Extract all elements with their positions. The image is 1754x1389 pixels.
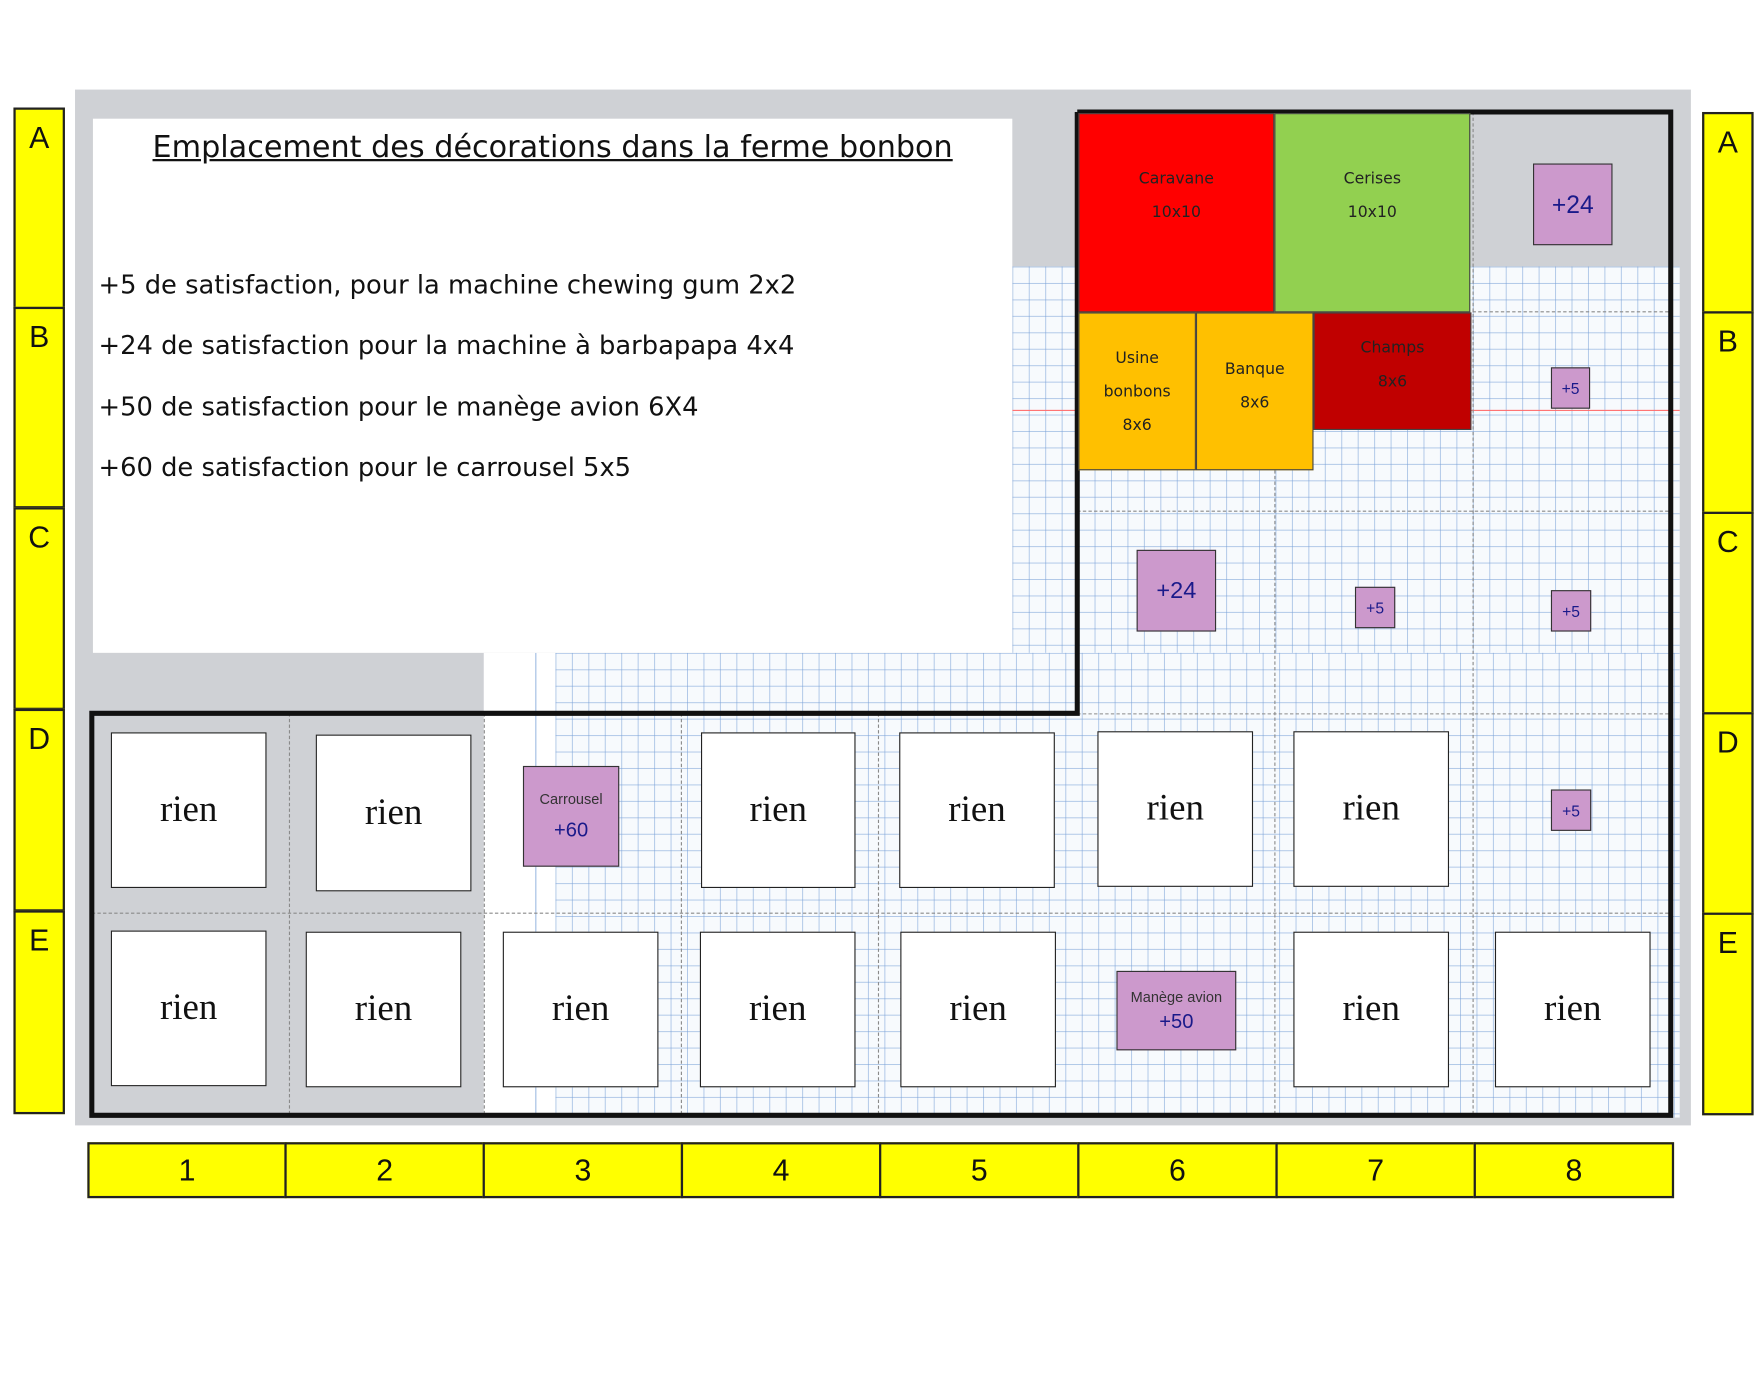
row-label: A — [13, 107, 65, 310]
building-cerises: Cerises 10x10 — [1274, 113, 1471, 313]
row-label: E — [13, 910, 65, 1115]
decoration-name: Manège avion — [1130, 988, 1223, 1006]
building-name: Cerises — [1343, 170, 1402, 189]
decoration-carrousel: Carrousel +60 — [522, 765, 620, 867]
building-size: 10x10 — [1347, 203, 1397, 222]
row-label: C — [13, 507, 65, 710]
column-label: 7 — [1275, 1142, 1476, 1199]
legend-panel: Emplacement des décorations dans la ferm… — [92, 118, 1013, 653]
margin-rule-line — [535, 652, 537, 1118]
column-label: 5 — [879, 1142, 1080, 1199]
row-label: E — [1702, 912, 1754, 1116]
decoration-c6: +24 — [1136, 549, 1217, 632]
column-labels: 1 2 3 4 5 6 7 8 — [87, 1142, 1675, 1199]
legend-line: +50 de satisfaction pour le manège avion… — [98, 393, 699, 423]
decoration-value: +5 — [1366, 598, 1385, 617]
empty-cell-d5: rien — [899, 732, 1055, 889]
empty-cell-d7: rien — [1293, 731, 1450, 887]
empty-cell-d6: rien — [1097, 731, 1254, 887]
building-banque: Banque 8x6 — [1195, 312, 1314, 471]
building-size: 8x6 — [1122, 416, 1152, 434]
row-label: A — [1702, 111, 1754, 314]
column-label: 1 — [87, 1142, 287, 1199]
row-label: D — [1702, 712, 1754, 915]
row-label: D — [13, 708, 65, 912]
farm-boundary — [89, 109, 1674, 1118]
empty-cell-e7: rien — [1293, 931, 1450, 1088]
decoration-c7: +5 — [1354, 586, 1396, 629]
decoration-value: +5 — [1562, 801, 1581, 820]
empty-cell-e3: rien — [502, 931, 659, 1088]
empty-cell-e8: rien — [1494, 931, 1651, 1088]
empty-cell-d4: rien — [700, 732, 856, 889]
column-label: 2 — [284, 1142, 485, 1199]
decoration-value: +24 — [1551, 189, 1594, 218]
building-size: 8x6 — [1377, 372, 1408, 391]
legend-line: +5 de satisfaction, pour la machine chew… — [98, 270, 797, 301]
building-usine-bonbons: Usine bonbons 8x6 — [1078, 312, 1196, 471]
row-labels-right: A B C D E — [1702, 111, 1754, 1116]
empty-cell-e1: rien — [110, 930, 267, 1087]
column-label: 3 — [482, 1142, 684, 1199]
building-name: Usine — [1115, 348, 1159, 367]
empty-cell-d2: rien — [315, 734, 472, 892]
decoration-d8: +5 — [1550, 789, 1592, 831]
decoration-value: +60 — [553, 818, 589, 841]
row-label: C — [1702, 511, 1754, 715]
cell-divider — [1472, 111, 1474, 1115]
building-champs: Champs 8x6 — [1313, 312, 1472, 431]
decoration-c8: +5 — [1550, 590, 1592, 632]
empty-cell-e2: rien — [305, 931, 462, 1088]
column-label: 8 — [1473, 1142, 1675, 1199]
column-label: 4 — [680, 1142, 882, 1199]
empty-cell-d1: rien — [110, 732, 267, 889]
column-label: 6 — [1077, 1142, 1278, 1199]
cell-divider — [1077, 713, 1669, 715]
decoration-b8: +5 — [1550, 367, 1591, 409]
cell-divider — [1472, 311, 1669, 313]
decoration-manege-avion: Manège avion +50 — [1116, 970, 1237, 1051]
legend-line: +60 de satisfaction pour le carrousel 5x… — [98, 453, 632, 483]
row-labels-left: A B C D E — [13, 107, 65, 1115]
building-name: Caravane — [1138, 170, 1214, 189]
cell-divider — [1274, 470, 1276, 1115]
cell-divider — [91, 912, 1669, 914]
decoration-value: +5 — [1561, 379, 1580, 397]
legend-title: Emplacement des décorations dans la ferm… — [152, 129, 953, 165]
legend-line: +24 de satisfaction pour la machine à ba… — [98, 331, 795, 361]
empty-cell-e5: rien — [900, 931, 1056, 1088]
building-caravane: Caravane 10x10 — [1078, 113, 1275, 313]
building-name: Champs — [1360, 338, 1425, 357]
building-name-line2: bonbons — [1103, 382, 1171, 401]
decoration-name: Carrousel — [539, 790, 603, 808]
decoration-a8: +24 — [1533, 163, 1613, 246]
row-label: B — [13, 306, 65, 509]
cell-divider — [1077, 510, 1669, 512]
building-name: Banque — [1224, 360, 1285, 378]
decoration-value: +5 — [1562, 601, 1581, 620]
building-size: 8x6 — [1240, 393, 1270, 412]
row-label: B — [1702, 311, 1754, 514]
building-size: 10x10 — [1151, 203, 1201, 222]
decoration-value: +50 — [1159, 1009, 1194, 1032]
empty-cell-e4: rien — [699, 931, 856, 1088]
decoration-value: +24 — [1156, 577, 1197, 604]
